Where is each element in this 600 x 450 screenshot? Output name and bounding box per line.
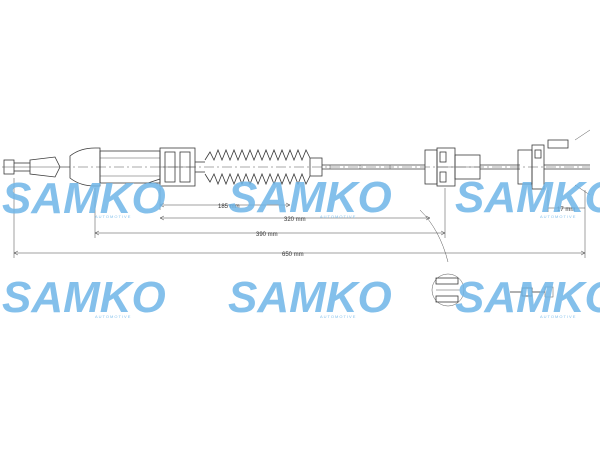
- watermark-brand-3: SAMKO: [455, 173, 600, 222]
- watermark-tagline-2: AUTOMOTIVE: [320, 214, 356, 219]
- dimension-label-17: 17 mm: [557, 207, 575, 213]
- cable-sheath: [69, 147, 161, 187]
- watermark-brand-1: SAMKO: [2, 174, 166, 223]
- right-end-fitting: [517, 129, 591, 196]
- watermark-samko-logo: SAMKO SAMKO SAMKO SAMKO SAMKO SAMKO AUTO…: [2, 173, 600, 322]
- dimension-17: 17 mm: [547, 190, 585, 213]
- watermark-brand-2: SAMKO: [228, 173, 392, 222]
- watermark-tagline-5: AUTOMOTIVE: [320, 314, 356, 319]
- dimension-label-390: 390 mm: [256, 232, 278, 238]
- dimension-label-185: 185 mm: [218, 204, 240, 210]
- dimension-185: 185 mm: [159, 188, 291, 210]
- dimension-label-320: 320 mm: [284, 217, 306, 223]
- watermark-brand-6: SAMKO: [455, 273, 600, 322]
- detail-callout: [419, 209, 554, 307]
- dimension-650: 650 mm: [13, 178, 586, 258]
- right-housing: [424, 147, 520, 187]
- inner-cable: [322, 164, 425, 170]
- watermark-brand-5: SAMKO: [228, 273, 392, 322]
- dimension-320: 320 mm: [159, 215, 431, 223]
- watermark-tagline-1: AUTOMOTIVE: [95, 214, 131, 219]
- dimension-390: 390 mm: [94, 188, 446, 238]
- watermark-tagline-4: AUTOMOTIVE: [95, 314, 131, 319]
- dimension-label-650: 650 mm: [282, 252, 304, 258]
- bellows-boot: [195, 148, 323, 186]
- left-end-fitting: [2, 156, 70, 178]
- adjuster-block: [147, 147, 196, 187]
- watermark-tagline-3: AUTOMOTIVE: [540, 214, 576, 219]
- watermark-tagline-6: AUTOMOTIVE: [540, 314, 576, 319]
- watermark-brand-4: SAMKO: [2, 273, 166, 322]
